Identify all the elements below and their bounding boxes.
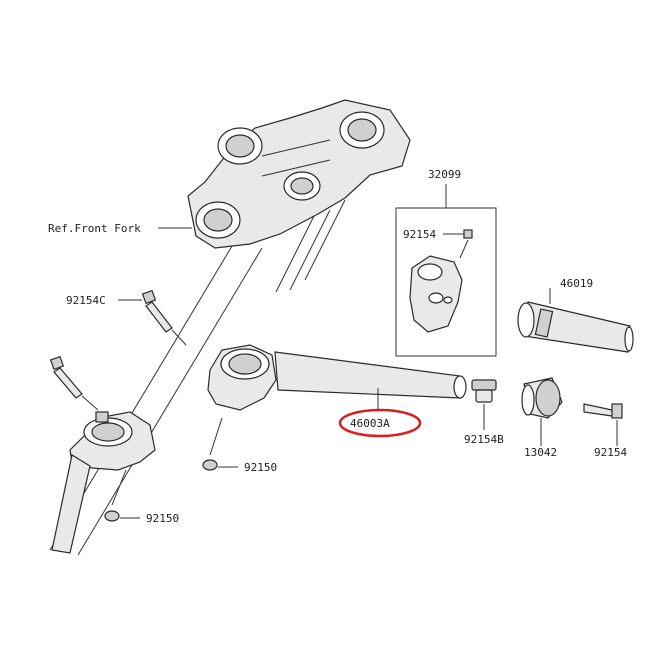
callout-92154c: 92154C (66, 294, 142, 307)
left-handlebar-clamp (51, 411, 156, 554)
bolt-92154c-upper (141, 289, 187, 346)
weight-13042: 13042 (521, 377, 563, 459)
label-92154b: 92154B (464, 433, 504, 446)
upper-triple-clamp (187, 99, 411, 249)
callout-46003a: 46003A (338, 388, 422, 438)
label-46019: 46019 (560, 277, 593, 290)
grip-46019: 46019 (517, 277, 634, 353)
plug-92154b: 92154B (464, 379, 504, 446)
ref-front-fork-callout: Ref.Front Fork (48, 222, 192, 235)
label-92154-right: 92154 (594, 446, 627, 459)
bolt-92154-right: 92154 (583, 403, 627, 459)
label-13042: 13042 (524, 446, 557, 459)
label-92150-low: 92150 (146, 512, 179, 525)
label-92154c: 92154C (66, 294, 106, 307)
ref-front-fork-label: Ref.Front Fork (48, 222, 141, 235)
bolt-92150-low: 92150 (104, 469, 179, 525)
label-46003a: 46003A (350, 417, 390, 430)
label-92154-top: 92154 (403, 228, 436, 241)
label-92150-mid: 92150 (244, 461, 277, 474)
bolt-92154c-lower (49, 355, 99, 411)
label-32099: 32099 (428, 168, 461, 181)
bolt-92150-mid: 92150 (202, 417, 277, 474)
right-handlebar-clamp (207, 344, 467, 411)
detail-box-32099: 32099 92154 (395, 168, 497, 357)
highlight-ellipse (338, 408, 422, 438)
